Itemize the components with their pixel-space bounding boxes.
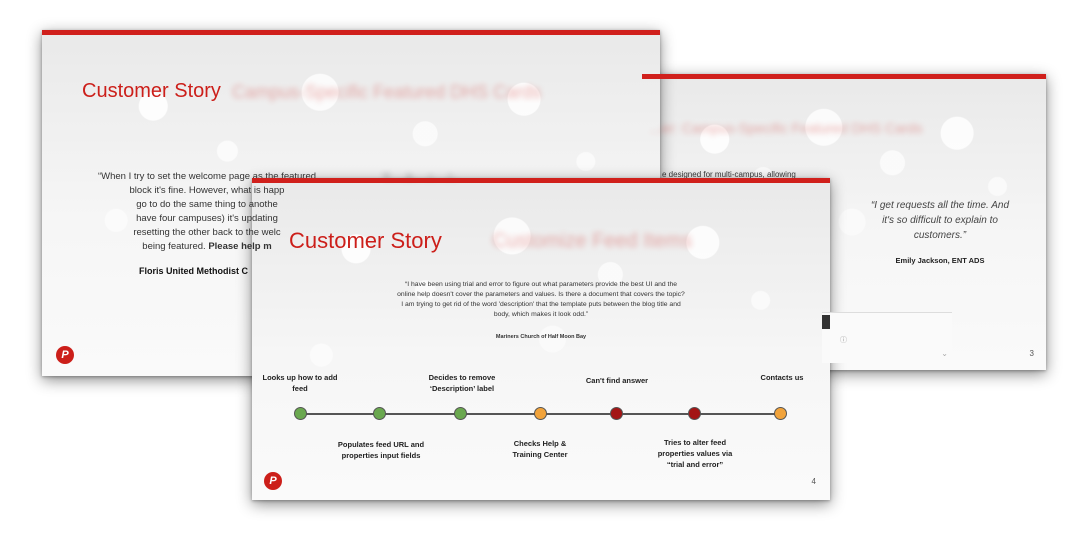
timeline-node-1 xyxy=(294,407,307,420)
slide-4-quote: “I have been using trial and error to fi… xyxy=(397,281,685,318)
timeline-node-3 xyxy=(454,407,467,420)
timeline-node-6 xyxy=(688,407,701,420)
slide-3-attribution: Emily Jackson, ENT ADS xyxy=(895,256,985,265)
slide-3-page-number: 3 xyxy=(1029,349,1034,358)
slide-2-quote: “When I try to set the welcome page as t… xyxy=(82,170,332,254)
slide-2-red-bar xyxy=(42,30,660,35)
slide-3-blurred-subtitle: ...er: Campus-Specific Featured DHS Card… xyxy=(650,120,923,136)
slide-3-embedded-chevron-icon: ⌄ xyxy=(941,349,948,358)
timeline-label-6: Tries to alter feed properties values vi… xyxy=(657,438,733,469)
timeline-node-2 xyxy=(373,407,386,420)
slide-4-page-number: 4 xyxy=(811,477,816,486)
slide-2-quote-line-6: being featured. Please help m xyxy=(82,240,332,254)
slide-2-quote-line-4: have four campuses) it's updating xyxy=(136,213,278,224)
slide-3-partial-text: e designed for multi-campus, allowing xyxy=(662,170,796,179)
slide-2-quote-line-1: “When I try to set the welcome page as t… xyxy=(97,171,317,182)
timeline-node-7 xyxy=(774,407,787,420)
timeline-label-4: Checks Help & Training Center xyxy=(512,439,568,459)
slide-3-red-bar xyxy=(642,74,1046,79)
slide-4: Customer Story Customize Feed Items “I h… xyxy=(252,178,830,500)
timeline-label-5: Can't find answer xyxy=(585,376,649,385)
slide-2-attribution: Floris United Methodist C xyxy=(139,266,248,276)
slide-3-embedded-info-icon: ⓘ xyxy=(840,337,847,344)
slide-3-quote: “I get requests all the time. And it's s… xyxy=(870,200,1010,241)
slide-2-title: Customer Story xyxy=(82,80,221,102)
slide-2-quote-line-6a: being featured. xyxy=(142,241,209,252)
slide-4-title: Customer Story xyxy=(289,228,442,253)
slide-3: ...er: Campus-Specific Featured DHS Card… xyxy=(642,74,1046,370)
timeline-label-2: Populates feed URL and properties input … xyxy=(337,440,425,460)
timeline-node-4 xyxy=(534,407,547,420)
slide-2-quote-line-2: block it's fine. However, what is happ xyxy=(129,185,285,196)
slide-2-blurred-subtitle: Campus-Specific Featured DHS Cards xyxy=(232,82,542,102)
slide-3-embedded-screenshot: ⓘ ⌄ xyxy=(822,312,952,363)
timeline-label-3: Decides to remove ‘Description’ label xyxy=(428,373,496,393)
timeline-label-7: Contacts us xyxy=(760,373,804,382)
slide-3-embedded-dark-bar xyxy=(822,315,830,329)
timeline-node-5 xyxy=(610,407,623,420)
slide-2-logo-icon: P xyxy=(56,346,74,364)
slide-2-quote-emphasis: Please help m xyxy=(208,241,272,252)
slide-2-quote-line-5: resetting the other back to the welc xyxy=(133,227,281,238)
slide-2-blurred-right-quote: “F... ...b... ...i... ...l... xyxy=(382,172,459,182)
slide-4-attribution: Mariners Church of Half Moon Bay xyxy=(495,334,587,340)
slide-2-quote-line-3: go to do the same thing to anothe xyxy=(136,199,278,210)
timeline-label-1: Looks up how to add feed xyxy=(262,373,338,393)
slide-4-red-bar xyxy=(252,178,830,183)
slide-4-logo-icon: P xyxy=(264,472,282,490)
slide-4-blurred-subtitle: Customize Feed Items xyxy=(492,230,693,252)
